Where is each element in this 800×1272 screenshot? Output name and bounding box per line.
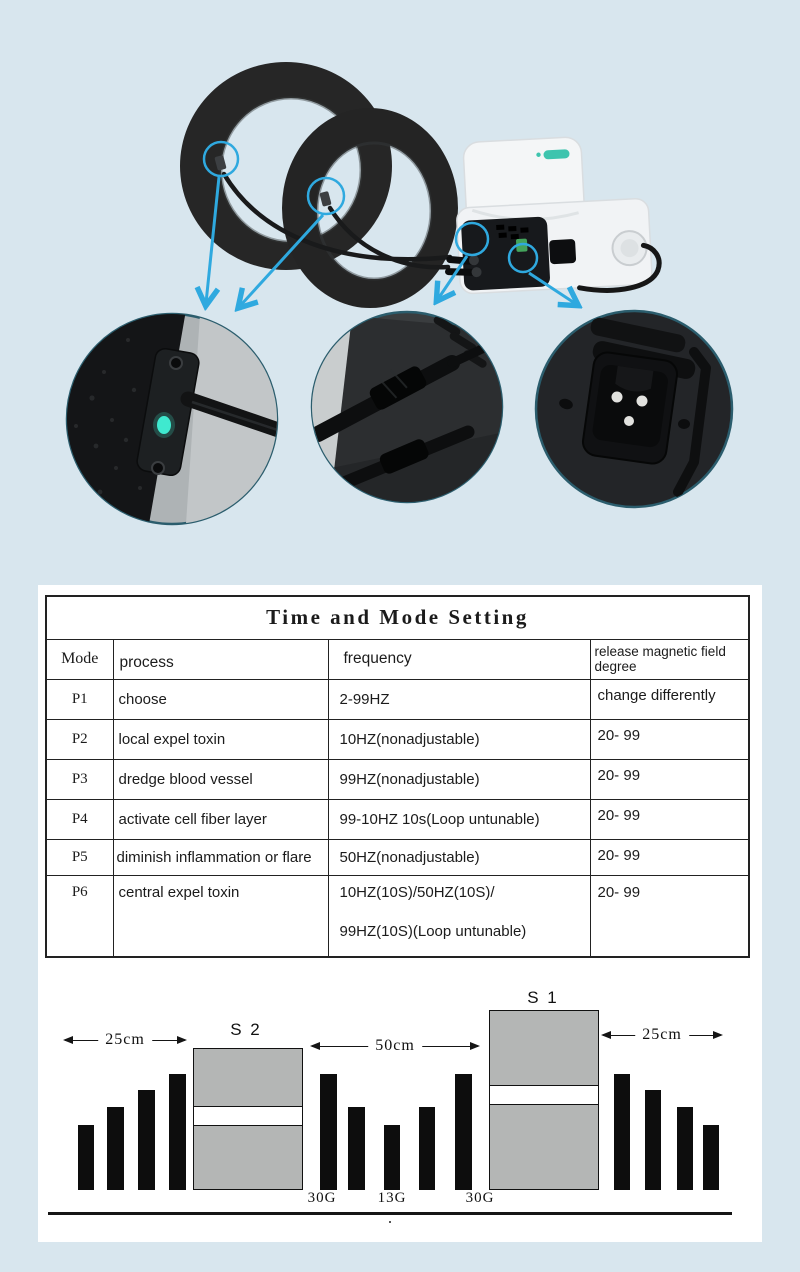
dimension-label: 25cm [635,1026,689,1044]
field-strength-bar [645,1090,661,1190]
dimension-arrow-left: 25cm [63,1031,187,1049]
field-strength-bar [107,1107,124,1190]
gauss-label: 30G [465,1190,495,1206]
gauss-label: 13G [377,1190,407,1206]
table-row: P1 choose 2-99HZ change differently [45,678,750,720]
degree-cell: change differently [589,678,750,720]
field-strength-bar [614,1074,630,1190]
field-strength-bar [169,1074,186,1190]
callout-arrows [206,176,576,306]
time-mode-setting-table: Time and Mode Setting Mode process frequ… [45,595,751,958]
field-strength-bar [320,1074,337,1190]
process-cell: dredge blood vessel [112,758,329,800]
stray-mark [389,1221,391,1223]
col-header-mode: Mode [45,638,114,680]
field-strength-bar [78,1125,94,1190]
arrow-to-plugs-closeup [438,255,469,299]
power-socket-highlight [507,242,539,274]
s1-label: S 1 [527,988,559,1007]
mode-cell: P2 [45,718,114,760]
mode-cell: P3 [45,758,114,800]
socket-pin [624,416,634,426]
control-unit [445,136,662,295]
arrow-to-socket-closeup [528,271,576,304]
process-cell: local expel toxin [112,718,329,760]
diagram-baseline-rule [48,1212,732,1215]
mode-cell: P5 [45,838,114,876]
callout-power-socket-closeup [534,309,734,509]
mode-cell: P4 [45,798,114,840]
field-strength-bar [455,1074,472,1190]
dimension-label: 25cm [98,1031,152,1049]
dimension-label: 50cm [368,1037,422,1055]
table-row: P2 local expel toxin 10HZ(nonadjustable)… [45,718,750,760]
degree-cell: 20- 99 [589,758,750,800]
process-cell: central expel toxin [112,874,329,958]
field-strength-bar [384,1125,400,1190]
degree-cell: 20- 99 [589,798,750,840]
col-header-frequency: frequency [327,638,591,680]
field-strength-bar [677,1107,693,1190]
table-title: Time and Mode Setting [45,595,750,640]
field-strength-bar [138,1090,155,1190]
coil-s1-gap [490,1085,598,1105]
cable-plug-stubs [445,256,477,276]
degree-cell: 20- 99 [589,838,750,876]
power-cord [577,242,662,293]
coil-s2-gap [194,1106,302,1126]
plug-ports-highlight [454,221,490,257]
process-cell: diminish inflammation or flare [112,838,329,876]
coil-s2-rect [193,1048,303,1190]
socket-pin [636,395,648,407]
leather-texture [74,338,142,495]
frequency-cell: 99-10HZ 10s(Loop untunable) [327,798,591,840]
indicator-led [157,416,171,434]
table-row: P6 central expel toxin 10HZ(10S)/50HZ(10… [45,874,750,958]
s2-label: S 2 [230,1020,262,1039]
frequency-cell: 50HZ(nonadjustable) [327,838,591,876]
arrow-to-connector-closeup-2 [240,213,325,306]
frequency-line-1: 10HZ(10S)/50HZ(10S)/ [339,883,495,901]
screw-bottom [151,461,165,475]
loop-connectors [214,155,332,207]
arrow-to-connector-closeup [206,176,221,303]
table-row: P4 activate cell fiber layer 99-10HZ 10s… [45,798,750,840]
table-title-row: Time and Mode Setting [45,595,750,640]
degree-cell: 20- 99 [589,874,750,958]
frequency-cell: 99HZ(nonadjustable) [327,758,591,800]
frequency-cell: 10HZ(10S)/50HZ(10S)/ 99HZ(10S)(Loop untu… [327,874,591,958]
power-inlet [549,239,577,265]
frequency-cell: 10HZ(nonadjustable) [327,718,591,760]
process-cell: choose [112,678,329,720]
loop2-connector-highlight [306,176,346,216]
col-header-degree: release magnetic field degree [589,638,750,680]
coil-s1-rect [489,1010,599,1190]
vent-slots [496,224,529,240]
field-strength-bar [348,1107,365,1190]
gauss-label: 30G [307,1190,337,1206]
power-button [543,149,570,160]
mode-cell: P1 [45,678,114,720]
callout-loop-connector-closeup [65,312,279,526]
degree-cell: 20- 99 [589,718,750,760]
frequency-line-2: 99HZ(10S)(Loop untunable) [339,922,527,940]
screw-top [169,356,183,370]
socket-pin [611,391,623,403]
col-header-process: process [112,638,329,680]
mode-cell: P6 [45,874,114,958]
frequency-cell: 2-99HZ [327,678,591,720]
dimension-arrow-right: 25cm [601,1026,723,1044]
process-cell: activate cell fiber layer [112,798,329,840]
loop-cables [221,171,453,270]
callout-cable-plugs-closeup [310,310,504,504]
product-photo [65,62,734,526]
table-row: P5 diminish inflammation or flare 50HZ(n… [45,838,750,876]
table-header-row: Mode process frequency release magnetic … [45,638,750,680]
dimension-arrow-mid: 50cm [310,1037,480,1055]
table-row: P3 dredge blood vessel 99HZ(nonadjustabl… [45,758,750,800]
field-strength-bar [419,1107,435,1190]
loop1-connector-highlight [202,140,240,178]
field-strength-bar [703,1125,719,1190]
highlight-circles [202,140,539,274]
